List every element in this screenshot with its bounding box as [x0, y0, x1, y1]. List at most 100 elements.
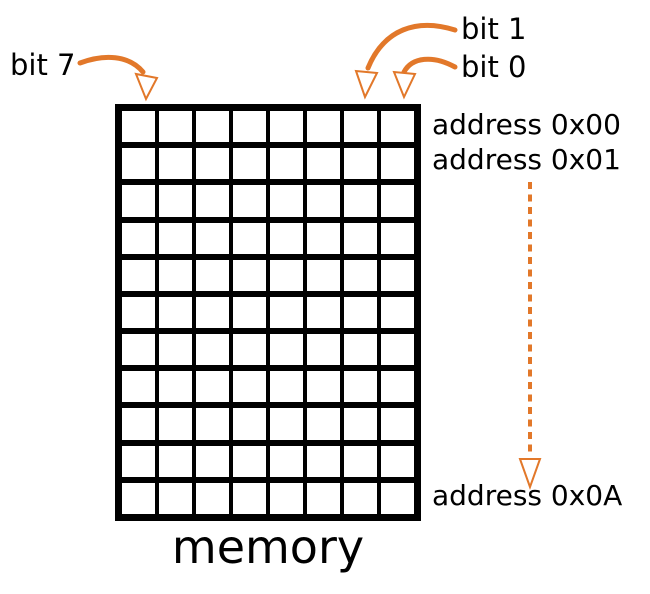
memory-cell — [159, 259, 192, 291]
memory-cell — [307, 482, 340, 514]
memory-cell — [307, 111, 340, 143]
memory-cell — [122, 185, 155, 217]
memory-cell — [307, 148, 340, 180]
memory-cell — [307, 296, 340, 329]
memory-cell — [381, 222, 414, 254]
memory-cell — [196, 222, 229, 254]
memory-cell — [307, 259, 340, 291]
memory-cell — [344, 445, 377, 477]
memory-cell — [307, 445, 340, 477]
memory-cell — [307, 185, 340, 217]
memory-cell — [270, 222, 303, 254]
memory-grid-cells — [122, 111, 414, 514]
memory-cell — [381, 334, 414, 366]
bit0-arrow — [392, 56, 458, 100]
bit7-label: bit 7 — [10, 48, 76, 82]
memory-cell — [122, 482, 155, 514]
bit1-arrow — [354, 22, 458, 100]
memory-cell — [233, 148, 266, 180]
memory-title: memory — [171, 520, 365, 574]
memory-cell — [307, 371, 340, 403]
memory-cell — [196, 445, 229, 477]
address-0x01-label: address 0x01 — [432, 143, 621, 176]
memory-cell — [381, 185, 414, 217]
memory-cell — [159, 185, 192, 217]
memory-cell — [233, 371, 266, 403]
memory-cell — [344, 148, 377, 180]
memory-cell — [159, 334, 192, 366]
bit7-arrowhead-icon — [134, 72, 159, 102]
bit0-arrow-shaft — [401, 56, 458, 75]
bit7-arrow-shaft — [77, 54, 146, 75]
memory-cell — [233, 296, 266, 329]
memory-cell — [122, 408, 155, 440]
memory-cell — [381, 408, 414, 440]
memory-cell — [233, 111, 266, 143]
memory-cell — [344, 334, 377, 366]
memory-cell — [122, 445, 155, 477]
memory-cell — [159, 408, 192, 440]
memory-cell — [270, 334, 303, 366]
memory-cell — [381, 482, 414, 514]
memory-cell — [233, 482, 266, 514]
memory-cell — [307, 334, 340, 366]
bit0-arrowhead-icon — [392, 70, 417, 100]
memory-cell — [159, 482, 192, 514]
bit1-label: bit 1 — [461, 12, 527, 46]
memory-cell — [122, 259, 155, 291]
address-range-arrow — [518, 182, 542, 490]
memory-cell — [122, 111, 155, 143]
memory-cell — [122, 222, 155, 254]
memory-cell — [122, 334, 155, 366]
memory-cell — [344, 296, 377, 329]
memory-cell — [159, 296, 192, 329]
memory-cell — [159, 148, 192, 180]
memory-cell — [122, 371, 155, 403]
memory-cell — [270, 185, 303, 217]
memory-cell — [196, 334, 229, 366]
memory-cell — [196, 408, 229, 440]
address-0x0A-label: address 0x0A — [432, 479, 623, 512]
memory-cell — [196, 482, 229, 514]
memory-cell — [159, 371, 192, 403]
memory-cell — [196, 259, 229, 291]
memory-cell — [196, 111, 229, 143]
memory-cell — [196, 185, 229, 217]
memory-cell — [270, 148, 303, 180]
memory-cell — [233, 445, 266, 477]
memory-cell — [381, 259, 414, 291]
memory-cell — [270, 111, 303, 143]
memory-cell — [344, 222, 377, 254]
memory-cell — [233, 259, 266, 291]
memory-cell — [344, 482, 377, 514]
memory-cell — [270, 445, 303, 477]
memory-cell — [270, 408, 303, 440]
memory-cell — [233, 408, 266, 440]
memory-cell — [159, 222, 192, 254]
memory-cell — [233, 334, 266, 366]
memory-cell — [122, 148, 155, 180]
memory-cell — [233, 185, 266, 217]
memory-cell — [122, 296, 155, 329]
memory-cell — [196, 371, 229, 403]
address-0x00-label: address 0x00 — [432, 108, 621, 141]
memory-cell — [381, 296, 414, 329]
memory-cell — [270, 482, 303, 514]
memory-cell — [381, 148, 414, 180]
bit0-label: bit 0 — [461, 50, 527, 84]
memory-cell — [270, 259, 303, 291]
memory-cell — [196, 148, 229, 180]
memory-cell — [196, 296, 229, 329]
bit7-arrow — [77, 54, 159, 102]
memory-cell — [307, 222, 340, 254]
memory-cell — [381, 445, 414, 477]
memory-cell — [344, 259, 377, 291]
memory-cell — [233, 222, 266, 254]
bit1-arrow-shaft — [365, 22, 458, 71]
memory-cell — [381, 371, 414, 403]
memory-cell — [344, 111, 377, 143]
bit1-arrowhead-icon — [354, 69, 379, 100]
memory-cell — [381, 111, 414, 143]
memory-cell — [270, 296, 303, 329]
